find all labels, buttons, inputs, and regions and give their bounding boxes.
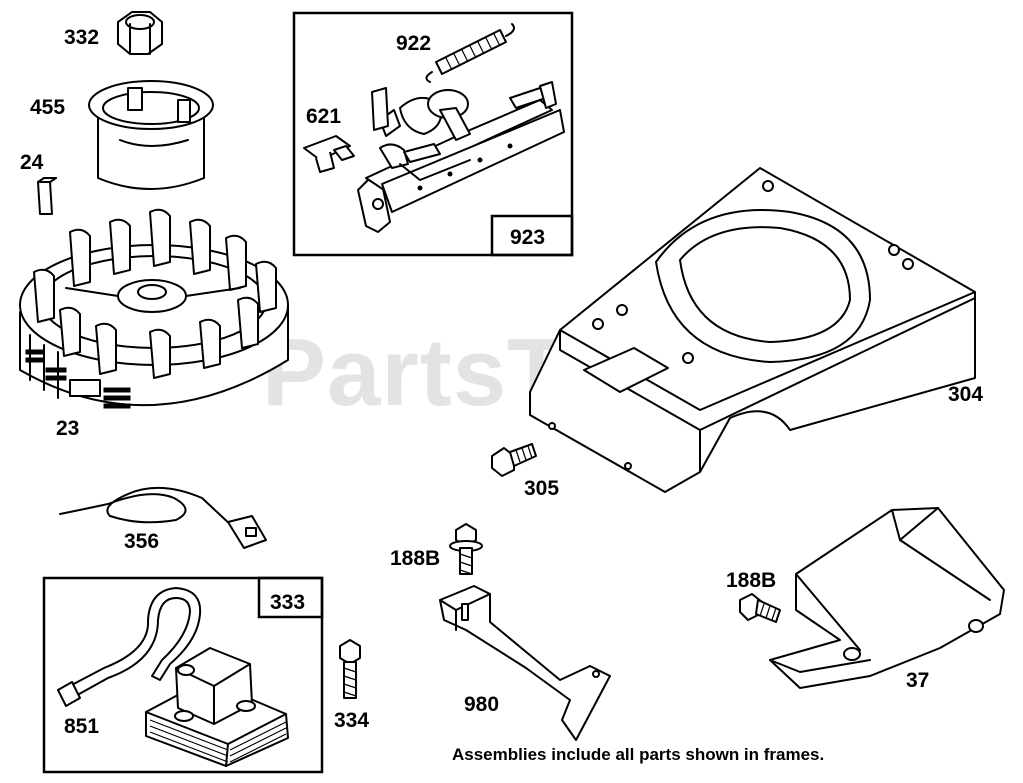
callout-23: 23 xyxy=(56,417,80,440)
part-980-bracket xyxy=(439,585,611,741)
part-455-cup xyxy=(88,80,214,190)
callout-334: 334 xyxy=(334,709,370,732)
callout-455: 455 xyxy=(30,96,66,119)
part-334-screw xyxy=(339,639,361,699)
part-333-ignition-coil xyxy=(57,587,289,767)
callout-304: 304 xyxy=(948,383,984,406)
part-188b-bolt-right xyxy=(739,593,781,623)
part-621-clip xyxy=(303,135,355,173)
part-305-screw xyxy=(491,443,537,477)
callout-188b-right: 188B xyxy=(726,569,777,592)
part-923-linkage xyxy=(357,81,565,233)
part-24-key xyxy=(37,177,57,215)
callout-24: 24 xyxy=(20,151,44,174)
callout-332: 332 xyxy=(64,26,100,49)
frame-923 xyxy=(292,11,574,257)
part-37-baffle xyxy=(769,507,1005,689)
callout-621: 621 xyxy=(306,105,342,128)
callout-333: 333 xyxy=(270,591,306,614)
frame-333-label-box xyxy=(257,576,324,619)
callout-923: 923 xyxy=(510,226,546,249)
callout-37: 37 xyxy=(906,669,930,692)
frame-923-label-box xyxy=(490,214,574,257)
part-304-blower-housing xyxy=(529,167,976,493)
callout-356: 356 xyxy=(124,530,160,553)
callout-305: 305 xyxy=(524,477,560,500)
part-332-nut xyxy=(117,11,163,55)
callout-980: 980 xyxy=(464,693,500,716)
part-356-wire xyxy=(59,486,267,549)
frame-333 xyxy=(42,576,324,774)
part-188b-bolt-center xyxy=(449,523,483,575)
footnote: Assemblies include all parts shown in fr… xyxy=(452,745,825,764)
callout-188b-center: 188B xyxy=(390,547,441,570)
part-23-flywheel xyxy=(19,208,289,409)
callout-922: 922 xyxy=(396,32,432,55)
part-922-spring xyxy=(425,23,515,83)
callout-851: 851 xyxy=(64,715,100,738)
